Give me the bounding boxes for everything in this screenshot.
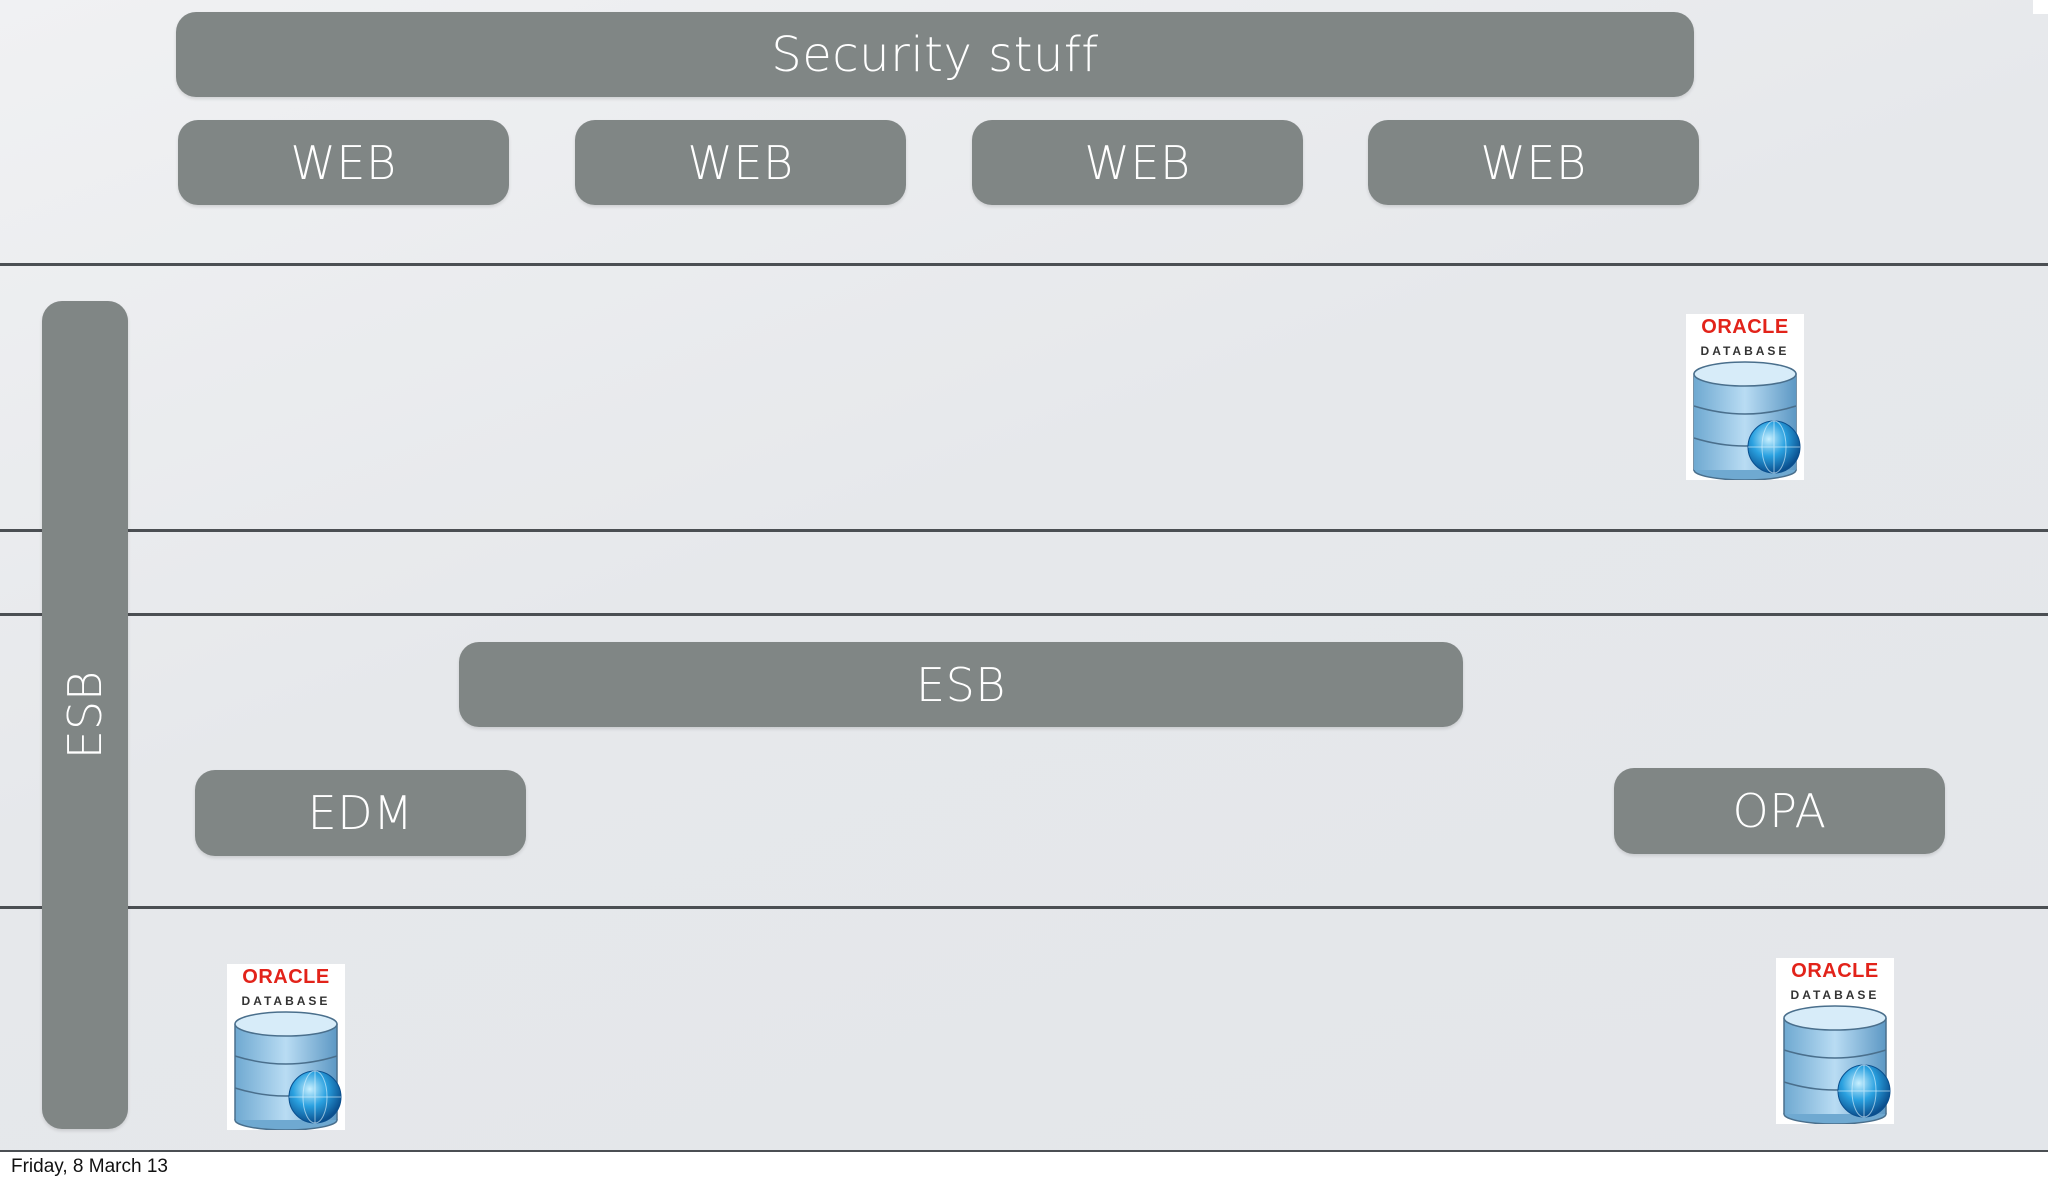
corner-mark	[2033, 0, 2048, 14]
oracle-brand-text: ORACLE	[1701, 316, 1789, 338]
esb-label: ESB	[916, 657, 1006, 712]
vertical-esb-box	[42, 301, 128, 1129]
web-label: WEB	[290, 135, 397, 190]
tier-divider	[0, 529, 2048, 532]
database-cylinder-icon	[234, 1011, 342, 1130]
oracle-brand-text: ORACLE	[242, 966, 330, 988]
vertical-esb-label: ESB	[58, 670, 112, 760]
architecture-diagram: Security stuff WEB WEB WEB WEB ESB ESB E…	[0, 0, 2048, 1152]
web-label: WEB	[1084, 135, 1191, 190]
tier-divider	[0, 1150, 2048, 1152]
security-label: Security stuff	[771, 26, 1099, 83]
database-text: DATABASE	[1700, 344, 1790, 358]
esb-box: ESB	[459, 642, 1463, 727]
database-text: DATABASE	[241, 994, 331, 1008]
tier-divider	[0, 613, 2048, 616]
web-box: WEB	[1368, 120, 1699, 205]
web-label: WEB	[1480, 135, 1587, 190]
security-box: Security stuff	[176, 12, 1694, 97]
oracle-brand-text: ORACLE	[1791, 960, 1879, 982]
web-box: WEB	[575, 120, 906, 205]
database-text: DATABASE	[1790, 988, 1880, 1002]
oracle-database-icon: ORACLE DATABASE	[1686, 314, 1804, 480]
web-box: WEB	[972, 120, 1303, 205]
edm-box: EDM	[195, 770, 526, 856]
edm-label: EDM	[307, 786, 414, 840]
database-cylinder-icon	[1783, 1005, 1891, 1124]
database-cylinder-icon	[1693, 361, 1801, 480]
oracle-database-icon: ORACLE DATABASE	[227, 964, 345, 1130]
tier-divider	[0, 906, 2048, 909]
opa-box: OPA	[1614, 768, 1945, 854]
opa-label: OPA	[1732, 784, 1827, 838]
oracle-database-icon: ORACLE DATABASE	[1776, 958, 1894, 1124]
tier-divider	[0, 263, 2048, 266]
web-label: WEB	[687, 135, 794, 190]
web-box: WEB	[178, 120, 509, 205]
footer-date: Friday, 8 March 13	[11, 1156, 168, 1177]
